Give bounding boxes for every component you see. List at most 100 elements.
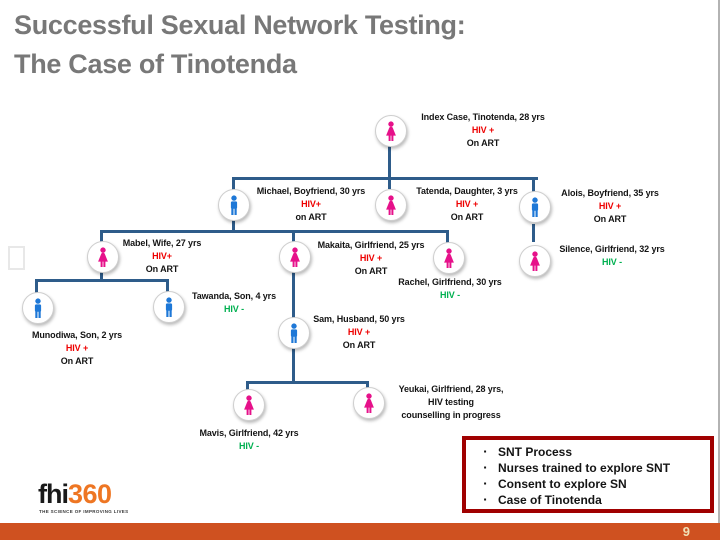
connector-segment xyxy=(292,271,295,318)
person-icon-mavis-female xyxy=(233,389,265,421)
person-label-line: Munodiwa, Son, 2 yrs xyxy=(31,330,122,340)
person-label-line: HIV + xyxy=(471,125,495,135)
person-label-line: on ART xyxy=(295,212,327,222)
connector-segment xyxy=(35,279,169,282)
footer-bar xyxy=(0,523,720,540)
person-label-line: HIV - xyxy=(601,257,622,267)
summary-item-text: Case of Tinotenda xyxy=(498,493,602,507)
connector-segment xyxy=(246,381,369,384)
bullet-icon: ▪ xyxy=(483,479,487,488)
person-label-line: Index Case, Tinotenda, 28 yrs xyxy=(421,112,545,122)
person-icon-michael-male xyxy=(218,189,250,221)
person-label-line: HIV + xyxy=(598,201,622,211)
person-label-line: Alois, Boyfriend, 35 yrs xyxy=(561,188,659,198)
summary-item: ▪ Consent to explore SN xyxy=(472,476,708,492)
fhi360-logo-orange: 360 xyxy=(68,479,112,509)
connector-segment xyxy=(232,219,235,232)
placeholder-box xyxy=(8,246,25,270)
bullet-icon: ▪ xyxy=(483,463,487,472)
person-label-line: Mavis, Girlfriend, 42 yrs xyxy=(199,428,299,438)
slide-title-line-1: Successful Sexual Network Testing: xyxy=(14,10,466,40)
person-label-line: Tawanda, Son, 4 yrs xyxy=(192,291,276,301)
page-number: 9 xyxy=(682,524,690,539)
person-label-line: On ART xyxy=(466,138,500,148)
person-label-line: Yeukai, Girlfriend, 28 yrs, xyxy=(398,384,504,394)
summary-item: ▪ Case of Tinotenda xyxy=(472,492,708,508)
person-icon-alois-male xyxy=(519,191,551,223)
summary-item: ▪ Nurses trained to explore SNT xyxy=(472,460,708,476)
person-label-line: HIV - xyxy=(238,441,259,451)
person-label-line: Makaita, Girlfriend, 25 yrs xyxy=(317,240,425,250)
connector-segment xyxy=(532,180,535,192)
slide-edge-line xyxy=(718,0,720,523)
bullet-icon: ▪ xyxy=(483,447,487,456)
connector-segment xyxy=(532,224,535,242)
person-label-line: HIV + xyxy=(347,327,371,337)
person-icon-silence-female xyxy=(519,245,551,277)
summary-item-text: Consent to explore SN xyxy=(498,477,627,491)
connector-segment xyxy=(366,384,369,388)
connector-segment xyxy=(388,180,391,189)
connector-segment xyxy=(35,282,38,293)
person-label-line: HIV + xyxy=(65,343,89,353)
person-label-line: On ART xyxy=(354,266,388,276)
connector-segment xyxy=(100,230,449,233)
person-label-line: On ART xyxy=(593,214,627,224)
connector-segment xyxy=(388,145,391,178)
fhi360-logo-black: fhi xyxy=(38,479,69,509)
person-icon-yeukai-female xyxy=(353,387,385,419)
person-icon-munodiwa-male xyxy=(22,292,54,324)
slide-title-line-2: The Case of Tinotenda xyxy=(14,49,297,79)
person-icon-tatenda-female xyxy=(375,189,407,221)
fhi360-logo: fhi360 xyxy=(38,479,112,510)
person-icon-rachel-female xyxy=(433,242,465,274)
person-icon-index-case-female xyxy=(375,115,407,147)
connector-segment xyxy=(100,233,103,242)
connector-segment xyxy=(232,180,235,191)
person-label-line: HIV+ xyxy=(152,251,172,261)
person-label-line: HIV+ xyxy=(301,199,321,209)
person-icon-makaita-female xyxy=(279,241,311,273)
person-label-line: HIV - xyxy=(439,290,460,300)
person-icon-sam-male xyxy=(278,317,310,349)
bullet-icon: ▪ xyxy=(483,495,487,504)
slide-title: Successful Sexual Network Testing: The C… xyxy=(14,6,574,84)
connector-segment xyxy=(100,271,103,280)
connector-segment xyxy=(292,233,295,242)
connector-segment xyxy=(246,384,249,390)
person-icon-tawanda-male xyxy=(153,291,185,323)
person-label-line: counselling in progress xyxy=(401,410,501,420)
connector-segment xyxy=(446,233,449,243)
person-label-line: HIV - xyxy=(223,304,244,314)
person-label-line: HIV testing xyxy=(428,397,474,407)
summary-list: ▪ SNT Process ▪ Nurses trained to explore S… xyxy=(472,444,708,508)
person-icon-mabel-female xyxy=(87,241,119,273)
person-label-yeukai: Yeukai, Girlfriend, 28 yrs, HIV testing co… xyxy=(381,383,521,422)
person-label-line: On ART xyxy=(145,264,179,274)
summary-item-text: Nurses trained to explore SNT xyxy=(498,461,671,475)
person-label-line: On ART xyxy=(450,212,484,222)
person-label-line: HIV + xyxy=(455,199,479,209)
person-label-line: On ART xyxy=(60,356,94,366)
person-label-line: On ART xyxy=(342,340,376,350)
summary-item-text: SNT Process xyxy=(498,445,573,459)
connector-segment xyxy=(232,177,538,180)
person-label-line: HIV + xyxy=(359,253,383,263)
person-label-line: Rachel, Girlfriend, 30 yrs xyxy=(398,277,502,287)
person-label-line: Michael, Boyfriend, 30 yrs xyxy=(256,186,366,196)
person-label-line: Silence, Girlfriend, 32 yrs xyxy=(559,244,665,254)
person-label-line: Tatenda, Daughter, 3 yrs xyxy=(416,186,518,196)
